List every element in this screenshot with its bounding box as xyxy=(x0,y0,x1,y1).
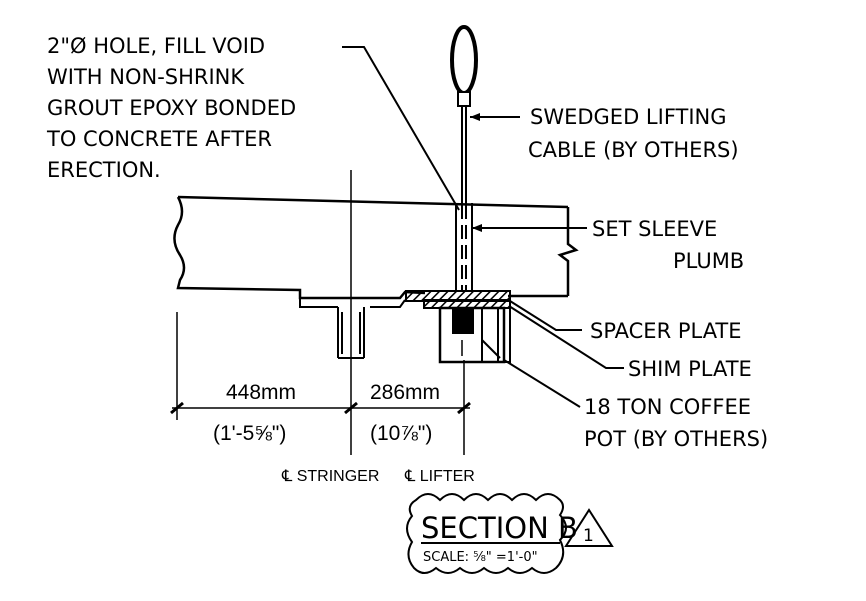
dim-left-metric: 448mm xyxy=(226,381,296,404)
spacer-plate-label: SPACER PLATE xyxy=(590,319,742,343)
centerlines xyxy=(350,170,465,455)
centerline-stringer-label: ℄ STRINGER xyxy=(281,468,379,485)
shim-plate-label: SHIM PLATE xyxy=(628,357,752,381)
cable-note-line2: CABLE (BY OTHERS) xyxy=(528,138,739,162)
sleeve-note-line1: SET SLEEVE xyxy=(592,217,717,241)
pot-note-line1: 18 TON COFFEE xyxy=(584,395,751,419)
dim-left-imperial: (1'-5⅝") xyxy=(213,422,286,445)
revision-triangle: 1 xyxy=(564,508,614,547)
lifter-block xyxy=(452,308,474,334)
leader-arrows xyxy=(470,113,482,232)
dim-right-imperial: (10⅞") xyxy=(370,422,432,445)
sleeve xyxy=(455,203,473,292)
section-scale: SCALE: ⅝" =1'-0" xyxy=(423,550,538,565)
concrete-slab xyxy=(173,195,579,300)
hole-note-line1: 2"Ø HOLE, FILL VOID xyxy=(47,34,265,58)
hole-note-line5: ERECTION. xyxy=(47,158,161,182)
sleeve-note-line2: PLUMB xyxy=(673,249,744,273)
hole-note-line4: TO CONCRETE AFTER xyxy=(46,127,272,151)
pot-note-line2: POT (BY OTHERS) xyxy=(584,427,768,451)
steel-stringer xyxy=(299,298,406,359)
centerline-lifter-label: ℄ LIFTER xyxy=(404,468,475,485)
dim-right-metric: 286mm xyxy=(370,381,440,404)
hole-note-line3: GROUT EPOXY BONDED xyxy=(47,96,296,120)
leader-lines xyxy=(342,46,624,408)
cable-note-line1: SWEDGED LIFTING xyxy=(530,105,727,129)
dimension-lines xyxy=(170,312,471,420)
section-title: SECTION B xyxy=(421,511,578,545)
section-title-block: SECTION B SCALE: ⅝" =1'-0" xyxy=(406,493,578,574)
revision-number: 1 xyxy=(583,526,594,546)
hole-note-line2: WITH NON-SHRINK xyxy=(47,65,245,89)
coffee-pot-lifter xyxy=(438,306,511,364)
swedge-fitting xyxy=(457,91,471,107)
lifting-cable xyxy=(450,25,478,205)
spacer-shim-plates xyxy=(405,290,511,309)
